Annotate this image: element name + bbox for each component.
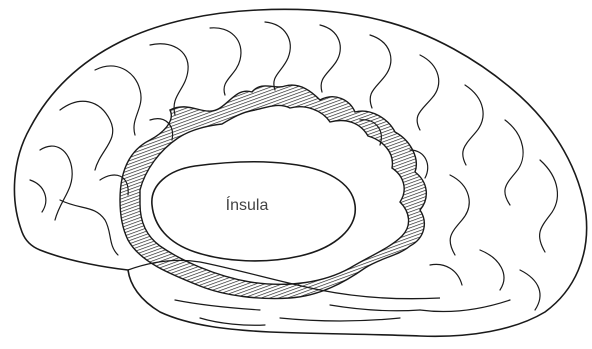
insula-label: Ínsula	[207, 197, 287, 215]
